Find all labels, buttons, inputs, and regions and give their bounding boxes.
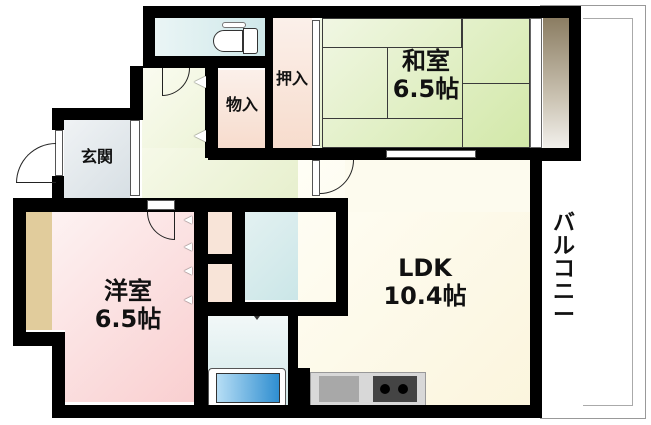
ldk-label: LDK 10.4帖: [383, 254, 467, 310]
wall: [308, 148, 322, 160]
genkan-room: [64, 118, 130, 198]
tokonoma: [543, 18, 569, 148]
wall: [205, 66, 218, 158]
wall: [196, 254, 236, 264]
wall: [530, 160, 542, 418]
front-door-swing-icon: [16, 143, 56, 183]
closet-door-marker-icon: [184, 216, 192, 224]
wall: [290, 368, 310, 408]
closet-door-marker-icon: [184, 243, 192, 251]
tatami-mat: [322, 47, 388, 119]
ldk-door[interactable]: [312, 160, 320, 196]
toilet-tank-icon: [243, 28, 258, 54]
tatami-mat: [322, 118, 463, 148]
wall: [530, 148, 581, 161]
stove-burner-icon: [380, 384, 390, 394]
ldk-upper-extension: [345, 160, 530, 212]
oshiire-label: 押入: [275, 69, 308, 88]
tatami-mat: [462, 18, 530, 84]
wall: [569, 6, 581, 161]
genkan-label: 玄関: [80, 147, 113, 166]
tatami-mat: [462, 83, 530, 148]
wall: [336, 198, 348, 316]
youshitsu-closet: [26, 212, 52, 330]
wall: [13, 198, 26, 346]
stove-burner-icon: [398, 384, 408, 394]
youshitsu-door[interactable]: [147, 200, 175, 210]
kitchen-sink-icon: [319, 376, 359, 402]
wall: [130, 66, 143, 120]
bathroom-door-marker-icon: [251, 312, 263, 320]
toilet-bowl-icon: [213, 30, 243, 52]
toilet-control-panel-icon: [222, 22, 246, 28]
wall: [52, 176, 64, 204]
wall: [265, 18, 273, 153]
wall: [13, 198, 348, 212]
monoire-label: 物入: [225, 95, 258, 114]
closet-lower: [206, 264, 232, 306]
wall: [52, 108, 143, 120]
wall: [52, 332, 65, 418]
genkan-step: [130, 120, 140, 196]
closet-door-marker-icon: [184, 296, 192, 304]
bathtub-water-icon: [216, 373, 280, 403]
washitsu-sliding-door[interactable]: [386, 150, 476, 158]
tatami-mat: [322, 18, 462, 48]
monoire-room: [218, 70, 266, 148]
front-door[interactable]: [55, 130, 63, 176]
youshitsu-room: [52, 212, 194, 402]
closet-upper: [206, 212, 232, 254]
youshitsu-label: 洋室 6.5帖: [94, 277, 162, 333]
wall: [143, 56, 268, 68]
wall: [196, 302, 341, 316]
wall: [288, 302, 298, 418]
oshiire-sliding-door[interactable]: [312, 20, 320, 146]
wall: [143, 6, 155, 68]
sliding-door-marker-icon: [194, 76, 206, 88]
oshiire-room: [272, 18, 312, 148]
tokonoma-window-strip: [530, 18, 542, 148]
balcony-inner-edge: [583, 18, 633, 406]
wall: [232, 208, 245, 310]
sliding-door-marker-icon: [194, 130, 206, 142]
closet-door-marker-icon: [184, 267, 192, 275]
wall: [208, 148, 538, 160]
wall: [52, 108, 64, 130]
washitsu-label: 和室 6.5帖: [392, 47, 460, 103]
balcony-label: バルコニー: [552, 211, 575, 329]
wall: [143, 6, 580, 18]
